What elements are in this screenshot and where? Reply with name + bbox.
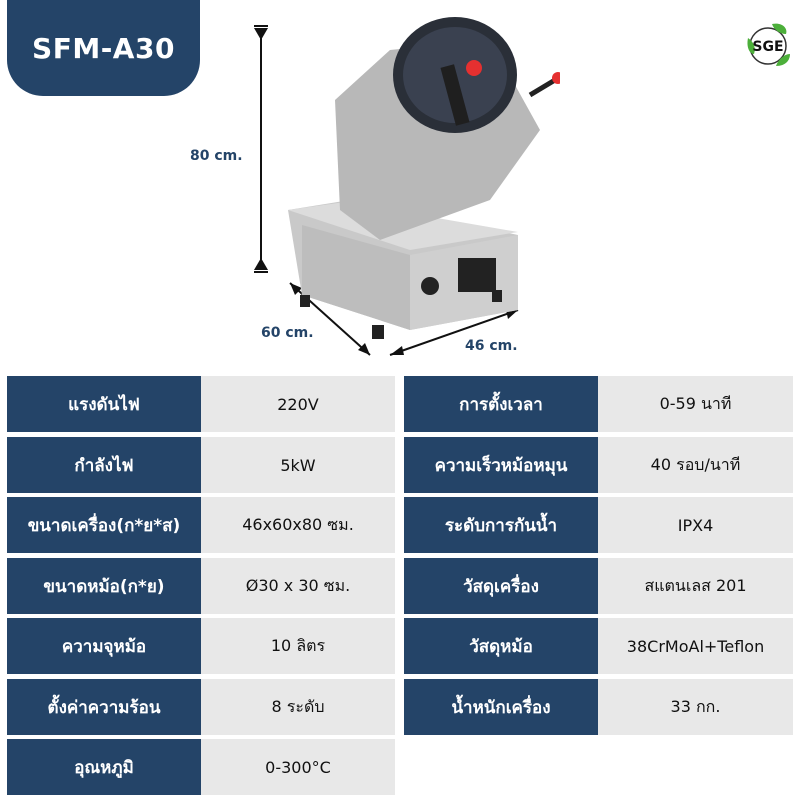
spec-row-water-resistance: ระดับการกันน้ำ IPX4 (404, 497, 793, 553)
spec-value: 40 รอบ/นาที (598, 437, 793, 493)
spec-row-weight: น้ำหนักเครื่อง 33 กก. (404, 679, 793, 735)
spec-value: 0-59 นาที (598, 376, 793, 432)
spec-value: 5kW (201, 437, 395, 493)
depth-dimension-label: 60 cm. (261, 325, 314, 341)
spec-value: 46x60x80 ซม. (201, 497, 395, 553)
spec-label: แรงดันไฟ (7, 376, 201, 432)
spec-value: Ø30 x 30 ซม. (201, 558, 395, 614)
svg-text:SGE: SGE (752, 39, 783, 55)
spec-value: IPX4 (598, 497, 793, 553)
model-name: SFM-A30 (32, 31, 175, 65)
spec-row-heat-levels: ตั้งค่าความร้อน 8 ระดับ (7, 679, 395, 735)
spec-row-pot-material: วัสดุหม้อ 38CrMoAl+Teflon (404, 618, 793, 674)
spec-row-pot-capacity: ความจุหม้อ 10 ลิตร (7, 618, 395, 674)
spec-label: วัสดุหม้อ (404, 618, 598, 674)
spec-value: 220V (201, 376, 395, 432)
spec-label: อุณหภูมิ (7, 739, 201, 795)
spec-row-machine-material: วัสดุเครื่อง สแตนเลส 201 (404, 558, 793, 614)
height-dimension-label: 80 cm. (190, 148, 243, 164)
spec-label: ขนาดเครื่อง(ก*ย*ส) (7, 497, 201, 553)
spec-value: 0-300°C (201, 739, 395, 795)
width-dimension-label: 46 cm. (465, 338, 518, 354)
height-dimension-arrow (254, 25, 268, 273)
spec-label: ระดับการกันน้ำ (404, 497, 598, 553)
spec-label: การตั้งเวลา (404, 376, 598, 432)
width-dimension-arrow (389, 309, 519, 356)
spec-value: 10 ลิตร (201, 618, 395, 674)
spec-row-voltage: แรงดันไฟ 220V (7, 376, 395, 432)
spec-value: สแตนเลส 201 (598, 558, 793, 614)
leaf-recycle-logo-icon: SGE (747, 23, 790, 66)
spec-label: ความจุหม้อ (7, 618, 201, 674)
spec-label: ตั้งค่าความร้อน (7, 679, 201, 735)
model-badge: SFM-A30 (7, 0, 200, 96)
spec-value: 8 ระดับ (201, 679, 395, 735)
spec-label: วัสดุเครื่อง (404, 558, 598, 614)
spec-row-temperature: อุณหภูมิ 0-300°C (7, 739, 395, 795)
spec-label: ขนาดหม้อ(ก*ย) (7, 558, 201, 614)
spec-value: 38CrMoAl+Teflon (598, 618, 793, 674)
spec-row-rotation-speed: ความเร็วหม้อหมุน 40 รอบ/นาที (404, 437, 793, 493)
spec-row-pot-size: ขนาดหม้อ(ก*ย) Ø30 x 30 ซม. (7, 558, 395, 614)
spec-row-power: กำลังไฟ 5kW (7, 437, 395, 493)
spec-label: ความเร็วหม้อหมุน (404, 437, 598, 493)
spec-value: 33 กก. (598, 679, 793, 735)
spec-label: น้ำหนักเครื่อง (404, 679, 598, 735)
product-image (254, 17, 560, 356)
spec-row-machine-size: ขนาดเครื่อง(ก*ย*ส) 46x60x80 ซม. (7, 497, 395, 553)
spec-label: กำลังไฟ (7, 437, 201, 493)
spec-row-timer: การตั้งเวลา 0-59 นาที (404, 376, 793, 432)
